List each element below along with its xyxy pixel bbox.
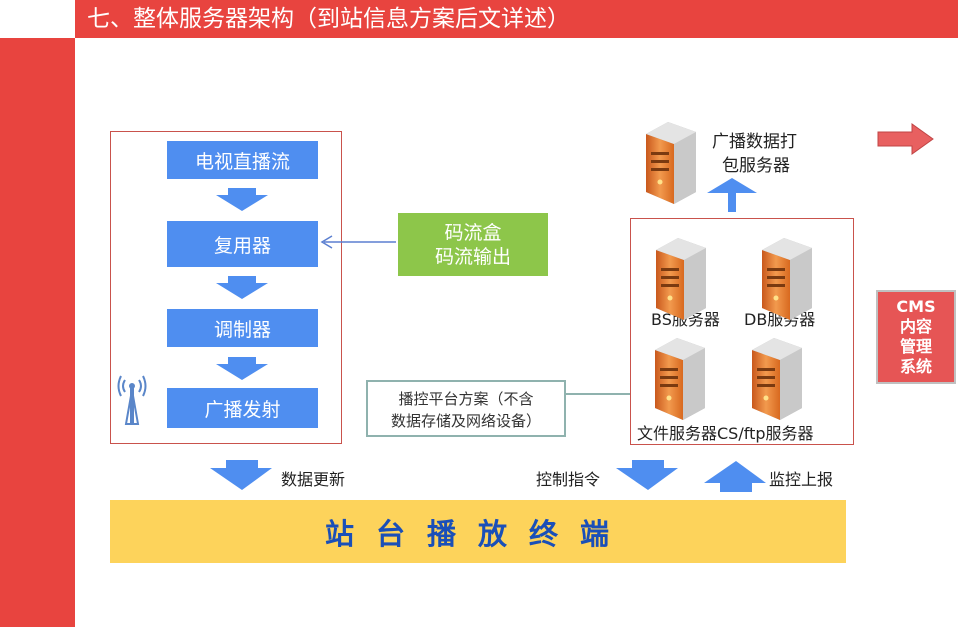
cms-line4: 系统 <box>899 357 932 376</box>
server-cluster-panel <box>630 218 854 445</box>
cms-line2: 内容 <box>899 317 932 336</box>
station-terminal-bar: 站台播放终端 <box>110 500 846 563</box>
platform-note-line2: 数据存储及网络设备） <box>390 412 541 430</box>
stream-to-mux-arrow <box>320 235 396 249</box>
down-arrow-2 <box>216 276 268 299</box>
data-update-arrow <box>210 460 272 490</box>
down-arrow-3 <box>216 357 268 380</box>
cms-box: CMS 内容 管理 系统 <box>876 290 956 384</box>
cms-line3: 管理 <box>899 337 932 356</box>
side-accent-bar <box>0 38 75 627</box>
data-update-label: 数据更新 <box>281 470 346 489</box>
monitor-report-label: 监控上报 <box>769 470 834 489</box>
broadcast-server-icon <box>646 122 696 204</box>
broadcast-chain-panel <box>110 131 342 444</box>
stream-box-line1: 码流盒 <box>444 221 502 244</box>
step-modulator: 调制器 <box>167 309 318 347</box>
platform-note: 播控平台方案（不含 数据存储及网络设备） <box>366 380 566 437</box>
platform-note-line1: 播控平台方案（不含 <box>398 390 534 408</box>
red-right-arrow <box>877 123 934 155</box>
db-server-icon <box>762 238 812 320</box>
bs-server-icon <box>656 238 706 320</box>
control-cmd-label: 控制指令 <box>536 470 601 489</box>
file-server-icon-1 <box>655 338 705 420</box>
control-cmd-arrow <box>616 460 678 490</box>
broadcast-server-line2: 包服务器 <box>722 156 790 176</box>
broadcast-server-line1: 广播数据打 <box>712 132 797 152</box>
up-arrow-broadcast <box>707 178 757 212</box>
antenna-icon <box>117 375 147 425</box>
page-title: 七、整体服务器架构（到站信息方案后文详述） <box>75 0 958 38</box>
step-multiplexer: 复用器 <box>167 221 318 267</box>
cms-line1: CMS <box>896 297 936 316</box>
broadcast-server-label: 广播数据打 包服务器 <box>712 130 797 178</box>
stream-box-line2: 码流输出 <box>434 245 511 268</box>
step-tv-live-stream: 电视直播流 <box>167 141 318 179</box>
file-server-label: 文件服务器CS/ftp服务器 <box>637 424 814 443</box>
down-arrow-1 <box>216 188 268 211</box>
bs-server-label: BS服务器 <box>651 310 720 329</box>
stream-box: 码流盒 码流输出 <box>398 213 548 276</box>
step-broadcast-transmit: 广播发射 <box>167 388 318 428</box>
file-server-icon-2 <box>752 338 802 420</box>
monitor-report-arrow <box>704 461 766 492</box>
